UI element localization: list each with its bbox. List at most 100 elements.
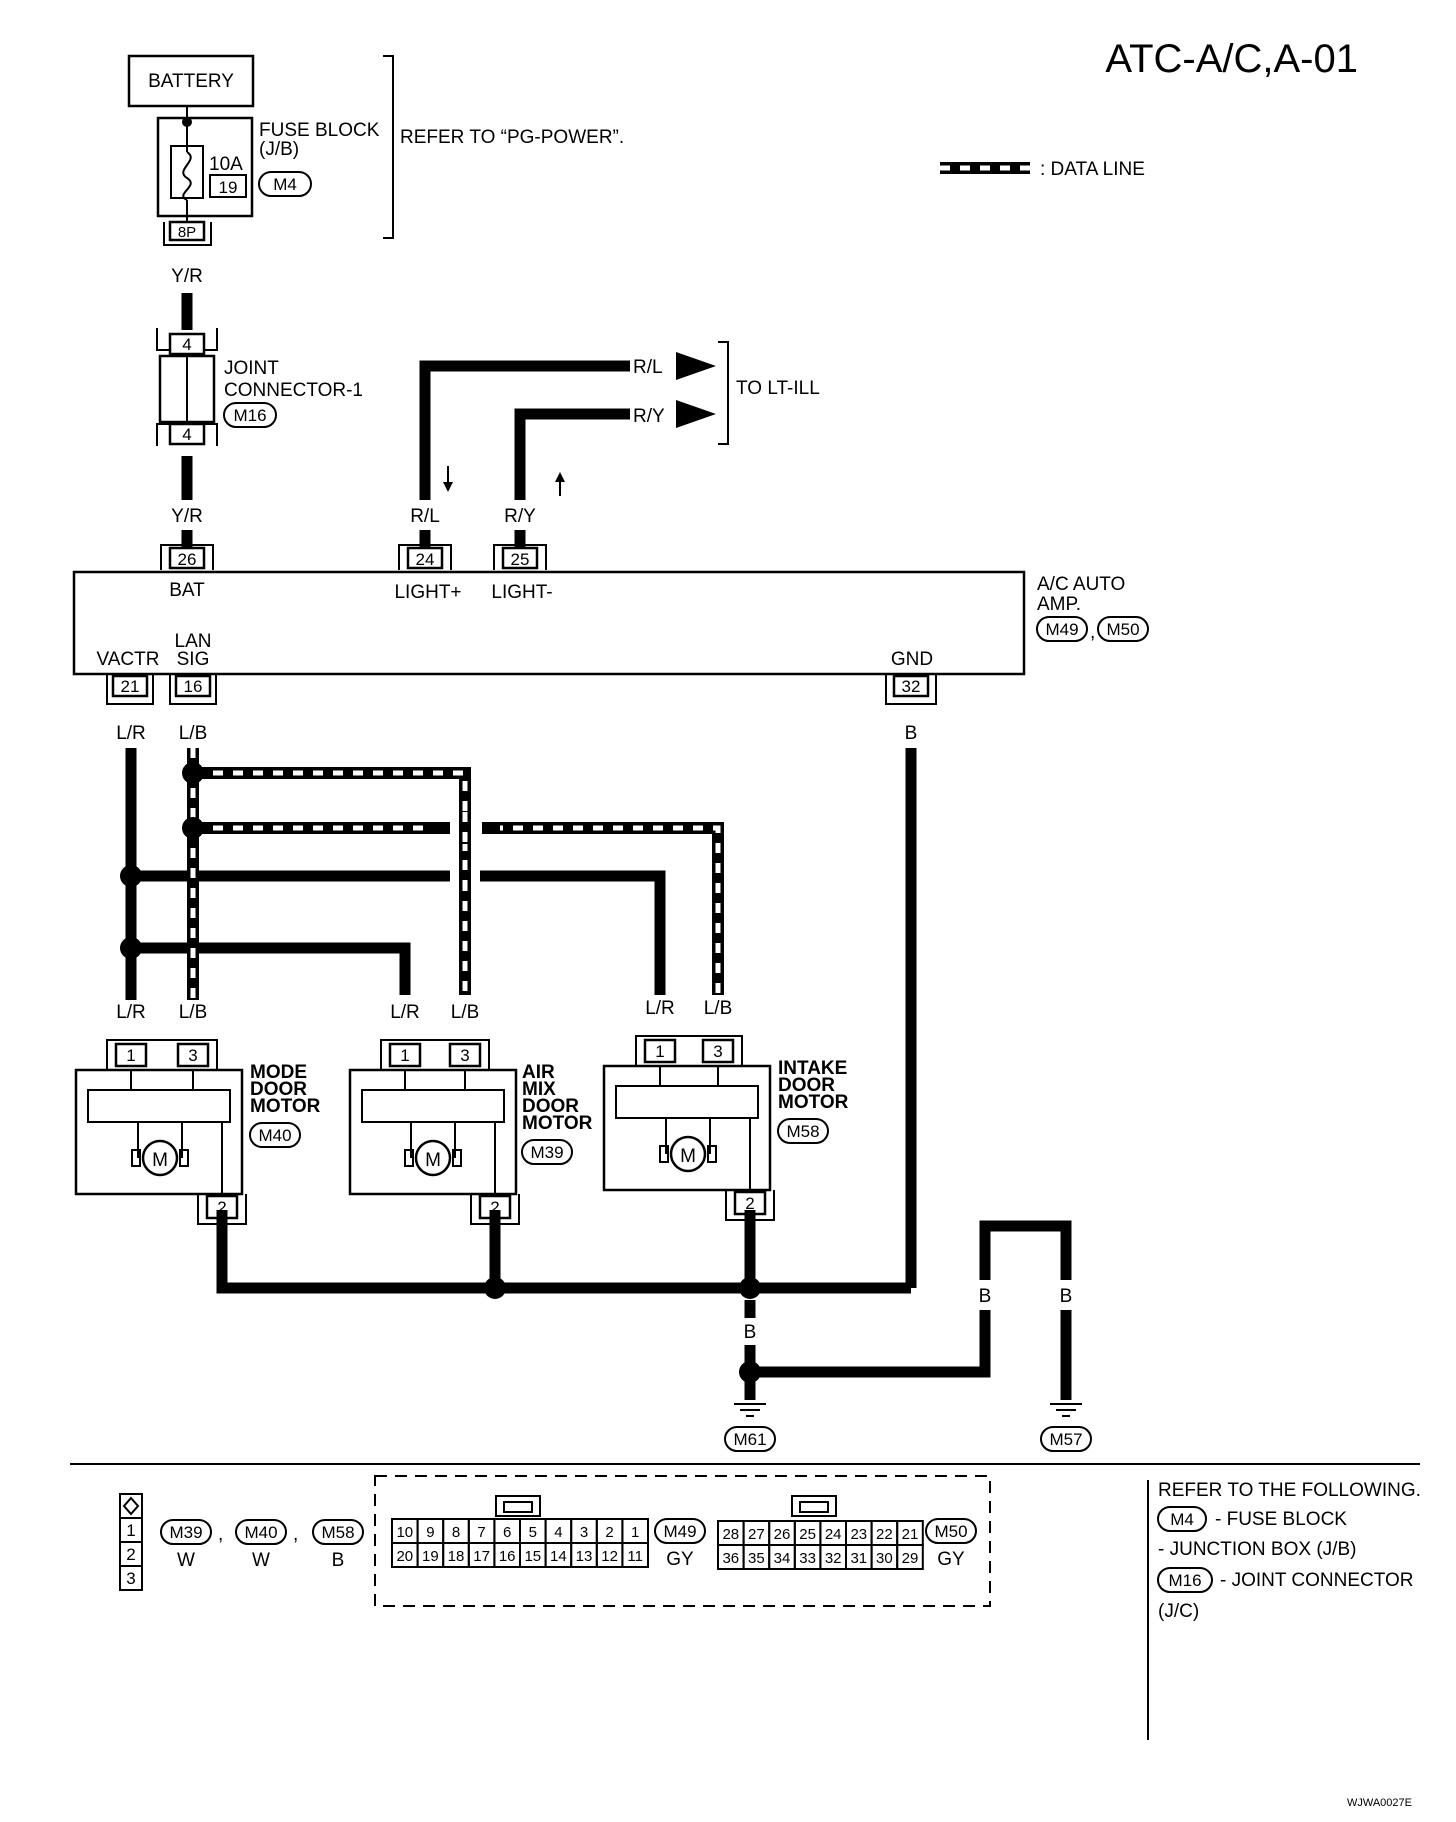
small-pin: 3 bbox=[126, 1569, 135, 1588]
motor-symbol: M bbox=[152, 1150, 168, 1171]
fuse-number-box bbox=[209, 174, 247, 198]
motor-icon bbox=[669, 1135, 707, 1173]
motor-name-line: MIX bbox=[522, 1079, 556, 1100]
motor-connector-badge bbox=[249, 1122, 301, 1148]
motor-icon bbox=[414, 1139, 452, 1177]
motor-wire-label-lr: L/R bbox=[116, 1002, 146, 1023]
amp-name-1: A/C AUTO bbox=[1037, 574, 1125, 595]
motor-name-line: MODE bbox=[250, 1062, 307, 1083]
motor-symbol: M bbox=[680, 1146, 696, 1167]
small-pin: 2 bbox=[126, 1545, 135, 1564]
pin-number: 2 bbox=[605, 1524, 613, 1541]
fuse-block-label: FUSE BLOCK bbox=[259, 120, 380, 141]
motor-connector-id: M39 bbox=[530, 1143, 563, 1162]
amp-label-sig: SIG bbox=[177, 649, 210, 670]
fuse-number: 19 bbox=[219, 178, 238, 197]
motor-pin-1: 1 bbox=[400, 1046, 409, 1065]
pin-cell bbox=[896, 1544, 924, 1570]
amp-label-light-minus: LIGHT- bbox=[491, 582, 552, 603]
footer-code: WJWA0027E bbox=[1347, 1797, 1412, 1809]
jc-connector-badge bbox=[223, 402, 277, 428]
svg-text:,: , bbox=[218, 1524, 223, 1545]
pin-number: 21 bbox=[902, 1526, 919, 1543]
pin-number: 32 bbox=[825, 1550, 842, 1567]
pin-number: 27 bbox=[748, 1526, 765, 1543]
fuse-output-terminal: 8P bbox=[163, 220, 212, 246]
wire-label-yr-top: Y/R bbox=[171, 266, 203, 287]
motor-connector-badge bbox=[777, 1118, 829, 1144]
motor-name-line: INTAKE bbox=[778, 1058, 847, 1079]
pin-number: 17 bbox=[473, 1548, 490, 1565]
amp-conn2-badge bbox=[1097, 616, 1149, 642]
wire-lr-to-airmix bbox=[131, 942, 411, 995]
junction-dot bbox=[739, 1277, 761, 1299]
pin-number: 29 bbox=[902, 1550, 919, 1567]
junction-dot bbox=[120, 865, 142, 887]
wire-label-b-amp: B bbox=[905, 723, 918, 744]
connector-id: M39 bbox=[169, 1523, 202, 1542]
motor-name-line: DOOR bbox=[250, 1079, 307, 1100]
motor-pin-1: 1 bbox=[126, 1046, 135, 1065]
connector-view-frame bbox=[374, 1475, 991, 1607]
ground-m57-id: M57 bbox=[1049, 1430, 1082, 1449]
pin-number: 35 bbox=[748, 1550, 765, 1567]
junction-dot bbox=[484, 1277, 506, 1299]
fuse-block-box bbox=[156, 116, 254, 218]
wire-ground-loop bbox=[979, 1220, 1072, 1280]
motor-controller bbox=[361, 1089, 505, 1123]
refer-m4: M4 bbox=[1170, 1510, 1194, 1529]
connector-id: M58 bbox=[321, 1523, 354, 1542]
m49-color: GY bbox=[666, 1549, 694, 1570]
jc-label-2: CONNECTOR-1 bbox=[224, 380, 363, 401]
junction-dot bbox=[182, 817, 204, 839]
amp-conn2: M50 bbox=[1106, 620, 1139, 639]
amp-pin-vactr: 21 bbox=[121, 677, 140, 696]
motor-controller bbox=[87, 1089, 231, 1123]
motor-pin-1: 1 bbox=[655, 1042, 664, 1061]
pin-cell bbox=[621, 1542, 650, 1568]
pin-number: 20 bbox=[396, 1548, 413, 1565]
arrow-ry-icon bbox=[676, 400, 716, 428]
pin-number: 19 bbox=[422, 1548, 439, 1565]
battery-label: BATTERY bbox=[148, 71, 234, 92]
pin-number: 5 bbox=[529, 1524, 537, 1541]
data-line-legend: : DATA LINE bbox=[940, 159, 1145, 180]
battery-box bbox=[127, 54, 255, 108]
amp-conn1: M49 bbox=[1045, 620, 1078, 639]
pin-number: 6 bbox=[503, 1524, 511, 1541]
pin-number: 11 bbox=[627, 1548, 643, 1565]
motor-pin-2: 2 bbox=[490, 1198, 499, 1217]
refer-pg-power: REFER TO “PG-POWER”. bbox=[400, 127, 624, 148]
wire-ground-link bbox=[750, 1310, 991, 1378]
motor-name-line: MOTOR bbox=[522, 1113, 593, 1134]
pin-number: 15 bbox=[524, 1548, 541, 1565]
pin-number: 25 bbox=[799, 1526, 816, 1543]
m50-latch bbox=[791, 1495, 837, 1517]
amp-top-terminals: 26 24 25 bbox=[160, 530, 547, 570]
pin-number: 22 bbox=[876, 1526, 893, 1543]
pin-number: 36 bbox=[722, 1550, 739, 1567]
junction-dot bbox=[182, 762, 204, 784]
ground-m61-id: M61 bbox=[733, 1430, 766, 1449]
motor-controller bbox=[615, 1085, 759, 1119]
refer-item1-text: - FUSE BLOCK bbox=[1215, 1509, 1347, 1530]
motor-pin-3: 3 bbox=[460, 1046, 469, 1065]
m49-latch bbox=[495, 1495, 541, 1517]
fuse-block: 10A 19 FUSE BLOCK (J/B) M4 bbox=[156, 116, 380, 222]
pin-number: 23 bbox=[850, 1526, 867, 1543]
fuse-block-sub: (J/B) bbox=[259, 139, 299, 160]
amp-label-lan: LAN bbox=[175, 631, 212, 652]
refer-bracket: REFER TO “PG-POWER”. bbox=[383, 55, 624, 239]
wire-label-b-mid: B bbox=[744, 1322, 757, 1343]
page-title: ATC-A/C,A-01 bbox=[1105, 37, 1358, 81]
to-lt-ill-bracket bbox=[718, 341, 729, 445]
pin-number: 4 bbox=[554, 1524, 562, 1541]
m49-id: M49 bbox=[663, 1522, 696, 1541]
joint-connector-1: 4 4 JOINT CONNECTOR-1 M16 bbox=[156, 328, 363, 446]
wire-label-ry-right: R/Y bbox=[633, 406, 665, 427]
ground-m57: M57 bbox=[1040, 1403, 1092, 1452]
